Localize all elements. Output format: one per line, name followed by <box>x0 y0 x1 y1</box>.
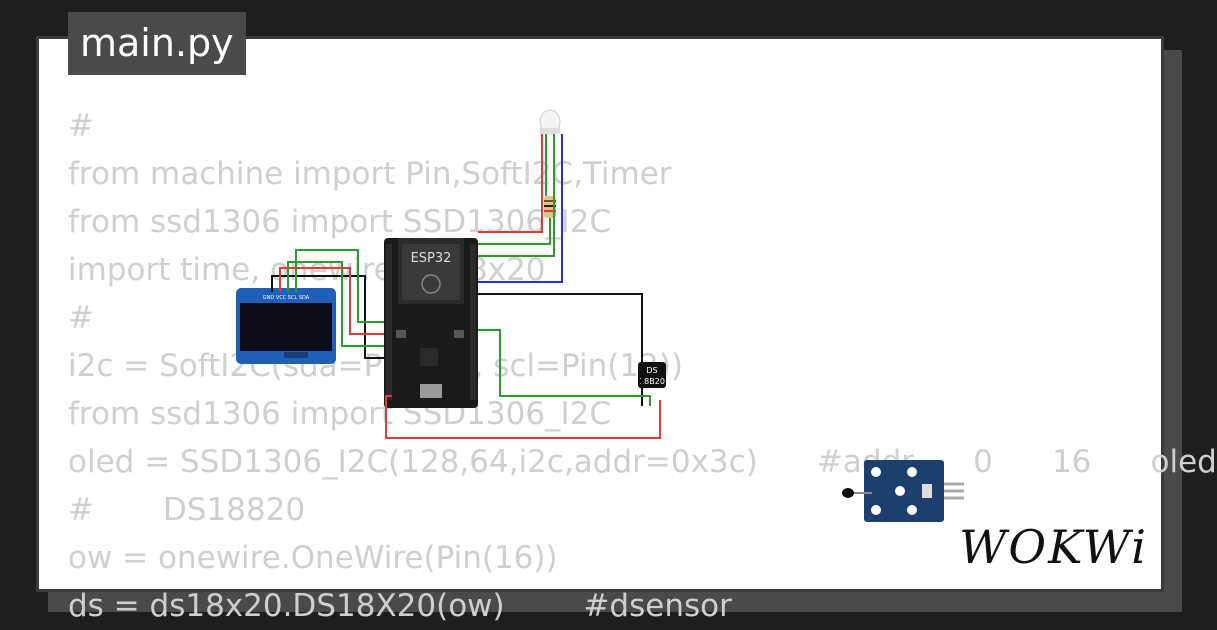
wokwi-logo: WOKWi <box>959 520 1148 574</box>
oled-wires <box>271 249 392 359</box>
ds18b20-label-2: 18B20 <box>639 377 665 386</box>
code-line: ow = onewire.OneWire(Pin(16)) <box>68 540 558 576</box>
ds18b20-sensor[interactable]: DS 18B20 <box>638 362 666 388</box>
oled-pin-labels: GND VCC SCL SDA <box>263 295 310 301</box>
rgb-led[interactable] <box>539 109 561 135</box>
esp32-label: ESP32 <box>411 251 452 266</box>
oled-display[interactable]: GND VCC SCL SDA <box>236 288 336 364</box>
code-line: # <box>68 108 94 144</box>
sensor-wires <box>385 293 661 439</box>
led-wires <box>478 134 563 283</box>
code-line: from machine import Pin,SoftI2C,Timer <box>68 156 672 192</box>
code-line: from ssd1306 import SSD1306_I2C <box>68 396 612 432</box>
code-line: # <box>68 300 94 336</box>
esp32-board[interactable]: ESP32 <box>384 238 478 408</box>
preview-card <box>36 36 1164 592</box>
code-line: from ssd1306 import SSD1306_I2C <box>68 204 612 240</box>
ds18b20-label-1: DS <box>646 366 657 375</box>
code-line: ds = ds18x20.DS18X20(ow) #dsensor <box>68 588 732 624</box>
esp32-pin-headers <box>386 244 476 400</box>
code-line: # DS18820 <box>68 492 306 528</box>
file-tab-main-py[interactable]: main.py <box>68 12 246 75</box>
code-preview: # from machine import Pin,SoftI2C,Timer fr… <box>68 102 1217 630</box>
thermistor-module[interactable] <box>842 460 964 522</box>
